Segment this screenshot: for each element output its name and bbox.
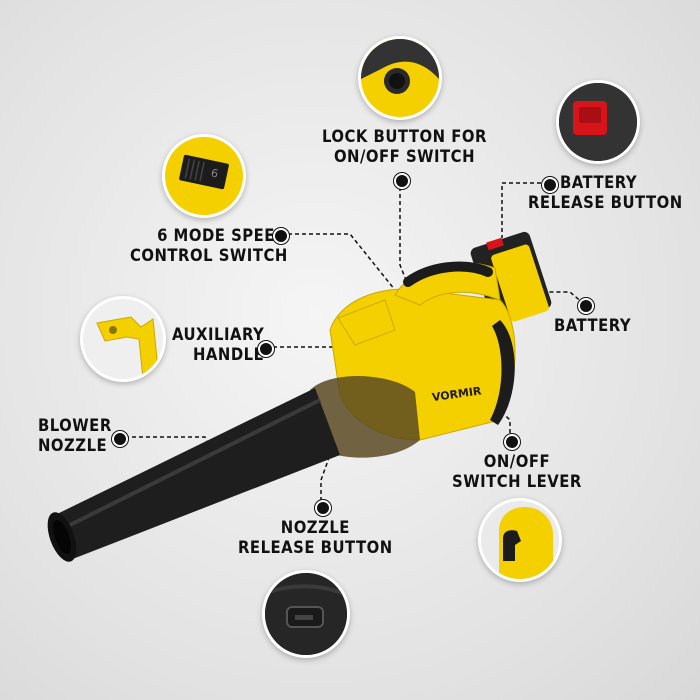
speed-dial-icon [179, 154, 229, 190]
callout-dot-blower-nozzle [112, 431, 128, 447]
label-line: 6 MODE SPEED [157, 226, 288, 245]
lock-button-icon [361, 39, 439, 94]
callout-dot-nozzle-release [315, 500, 331, 516]
label-line: HANDLE [192, 345, 265, 364]
nozzle-release-icon [265, 573, 347, 655]
callout-dot-battery-release [542, 177, 558, 193]
inset-lock-button [358, 36, 442, 120]
label-line: NOZZLE [280, 518, 350, 537]
battery-release-icon [559, 83, 637, 161]
label-line: BATTERY [554, 316, 632, 335]
inset-aux-handle [80, 296, 166, 382]
onoff-lever-icon [481, 501, 559, 579]
label-line: LOCK BUTTON FOR [322, 127, 487, 146]
leader-battery-release [501, 182, 548, 238]
label-aux-handle: AUXILIARY HANDLE [172, 325, 264, 365]
callout-dot-battery [578, 298, 594, 314]
label-nozzle-release: NOZZLE RELEASE BUTTON [238, 518, 393, 558]
inset-speed-switch: 6 [162, 134, 246, 218]
label-line: ON/OFF SWITCH [333, 147, 475, 166]
label-line: RELEASE BUTTON [238, 538, 393, 557]
callout-dot-speed-switch [273, 228, 289, 244]
label-speed-switch: 6 MODE SPEED CONTROL SWITCH [130, 226, 288, 266]
inset-battery-release [556, 80, 640, 164]
inset-onoff-lever [478, 498, 562, 582]
leader-speed-switch [281, 233, 396, 291]
label-line: CONTROL SWITCH [130, 246, 288, 265]
label-line: BLOWER [38, 416, 112, 435]
callout-dot-aux-handle [258, 341, 274, 357]
label-line: ON/OFF [483, 452, 551, 471]
label-battery-release: BATTERY RELEASE BUTTON [528, 173, 683, 213]
leader-blower-nozzle [118, 436, 211, 451]
label-blower-nozzle: BLOWER NOZZLE [38, 416, 112, 456]
label-line: SWITCH LEVER [452, 472, 582, 491]
label-onoff-lever: ON/OFF SWITCH LEVER [452, 452, 582, 492]
label-line: NOZZLE [38, 436, 108, 455]
label-lock-button: LOCK BUTTON FOR ON/OFF SWITCH [322, 127, 487, 167]
label-line: AUXILIARY [172, 325, 265, 344]
leader-lock-button [399, 180, 409, 286]
label-battery: BATTERY [554, 316, 631, 336]
callout-dot-onoff-lever [504, 434, 520, 450]
inset-nozzle-release [262, 570, 350, 658]
label-line: BATTERY [560, 173, 638, 192]
leader-nozzle-release [320, 454, 331, 508]
aux-handle-icon [96, 316, 160, 379]
label-line: RELEASE BUTTON [528, 193, 683, 212]
callout-dot-lock-button [394, 173, 410, 189]
